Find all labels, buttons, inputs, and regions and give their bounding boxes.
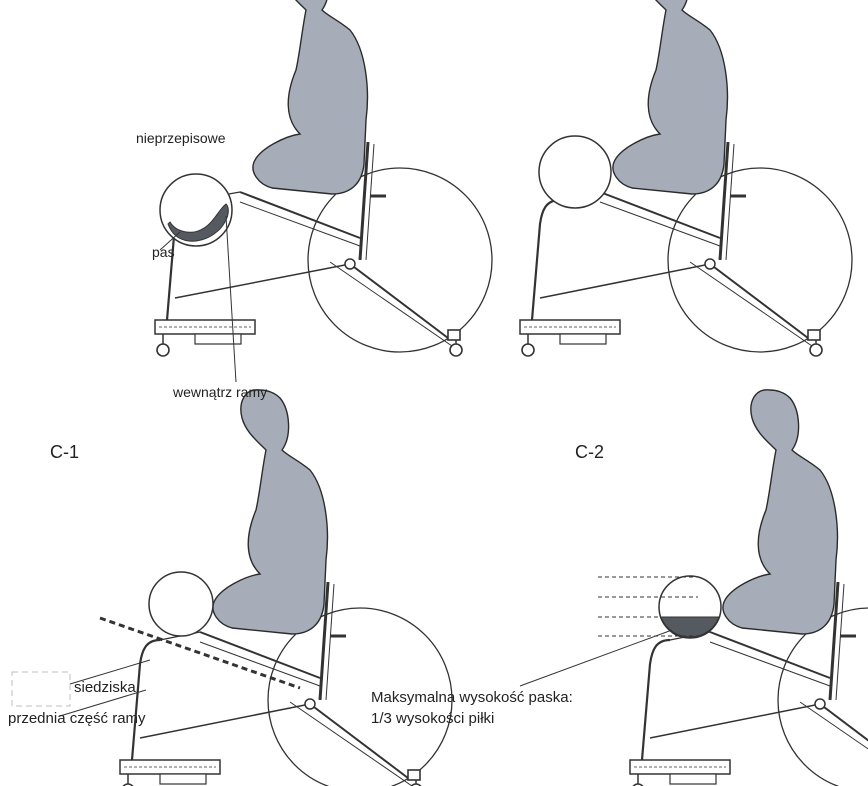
lower-crossbar (540, 264, 710, 298)
label-max-strap-height: Maksymalna wysokość paska: (371, 690, 573, 707)
label-inside-frame: wewnątrz ramy (173, 385, 267, 400)
seated-person (613, 0, 727, 194)
label-not-regulation: nieprzepisowe (136, 131, 226, 146)
seat-rail (710, 632, 830, 678)
anti-tip-block (448, 330, 460, 340)
front-frame-post (642, 640, 670, 760)
label-front-frame: przednia część ramy (8, 711, 146, 728)
strap-third-ball (661, 617, 719, 637)
seat-rail (200, 632, 320, 678)
diagonal-brace (710, 264, 808, 338)
footplate (670, 774, 716, 784)
front-caster (522, 344, 534, 356)
front-frame-post (132, 640, 160, 760)
rear-caster (810, 344, 822, 356)
anti-tip-block (808, 330, 820, 340)
lower-crossbar (650, 704, 820, 738)
seated-person (213, 390, 327, 634)
pointer-inside-frame (226, 216, 236, 382)
front-frame-post (532, 200, 560, 320)
rear-wheel (668, 168, 852, 352)
diagonal-brace (820, 704, 868, 778)
rear-caster (450, 344, 462, 356)
axle-hub (345, 259, 355, 269)
axle-hub (705, 259, 715, 269)
ball-c1 (149, 572, 213, 636)
seat-rail (240, 192, 360, 238)
lower-crossbar (140, 704, 310, 738)
ball-top-right (539, 136, 611, 208)
lower-crossbar (175, 264, 350, 298)
axle-hub (305, 699, 315, 709)
seated-person (253, 0, 367, 194)
footplate (160, 774, 206, 784)
label-panel-c2: C-2 (575, 443, 604, 463)
label-seat-front: siedziska (74, 680, 136, 697)
seated-person (723, 390, 837, 634)
axle-hub (815, 699, 825, 709)
label-strap: pas (152, 245, 175, 260)
seat-rail (600, 192, 720, 238)
anti-tip-block (408, 770, 420, 780)
diagonal-brace (350, 264, 448, 338)
cropped-label-box (12, 672, 70, 706)
footplate (560, 334, 606, 344)
rear-wheel (308, 168, 492, 352)
front-caster (157, 344, 169, 356)
label-one-third-ball: 1/3 wysokości piłki (371, 711, 494, 728)
label-panel-c1: C-1 (50, 443, 79, 463)
